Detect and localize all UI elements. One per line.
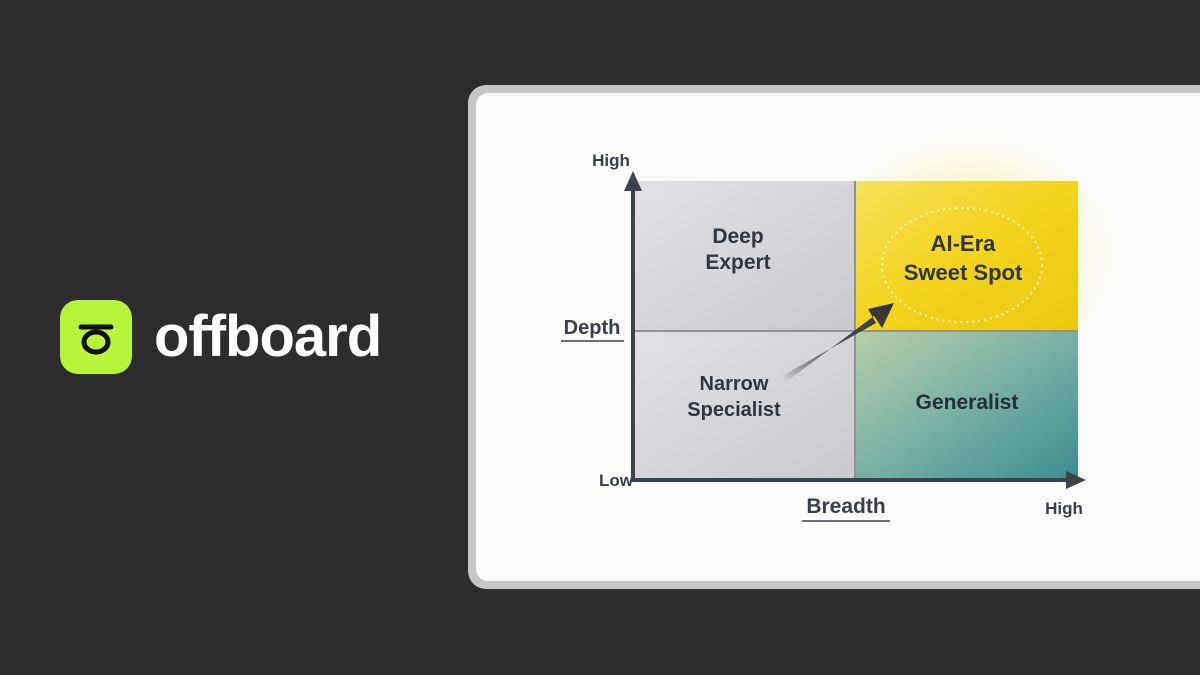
x-axis-high-label: High (1045, 499, 1083, 518)
diagram-canvas: High Depth Low Breadth High Deep Expert … (476, 93, 1200, 581)
quadrant-sweet-spot (856, 181, 1078, 330)
quadrant-generalist (856, 332, 1078, 480)
deep-expert-line1: Deep (712, 225, 763, 248)
growth-arrow-icon (782, 303, 894, 382)
y-axis-title: Depth (564, 317, 621, 339)
quadrant-diagram: High Depth Low Breadth High Deep Expert … (561, 133, 1120, 522)
brand: offboard (60, 300, 382, 374)
narrow-specialist-line2: Specialist (687, 399, 781, 421)
y-axis-arrowhead-icon (624, 171, 642, 191)
sweet-spot-line1: AI-Era (931, 231, 997, 256)
sweet-spot-line2: Sweet Spot (904, 260, 1023, 285)
y-axis-high-label: High (592, 151, 630, 170)
origin-low-label: Low (599, 471, 634, 490)
x-axis-title: Breadth (806, 495, 885, 518)
sweet-spot-dotted-ring (881, 207, 1043, 323)
deep-expert-line2: Expert (705, 251, 770, 274)
quadrant-deep-expert (633, 181, 854, 330)
generalist-label: Generalist (916, 391, 1019, 414)
diagram-card: High Depth Low Breadth High Deep Expert … (468, 85, 1200, 589)
x-axis-arrowhead-icon (1066, 471, 1086, 489)
brand-wordmark: offboard (154, 304, 382, 369)
offboard-logo-icon (60, 300, 132, 374)
narrow-specialist-line1: Narrow (700, 373, 769, 395)
